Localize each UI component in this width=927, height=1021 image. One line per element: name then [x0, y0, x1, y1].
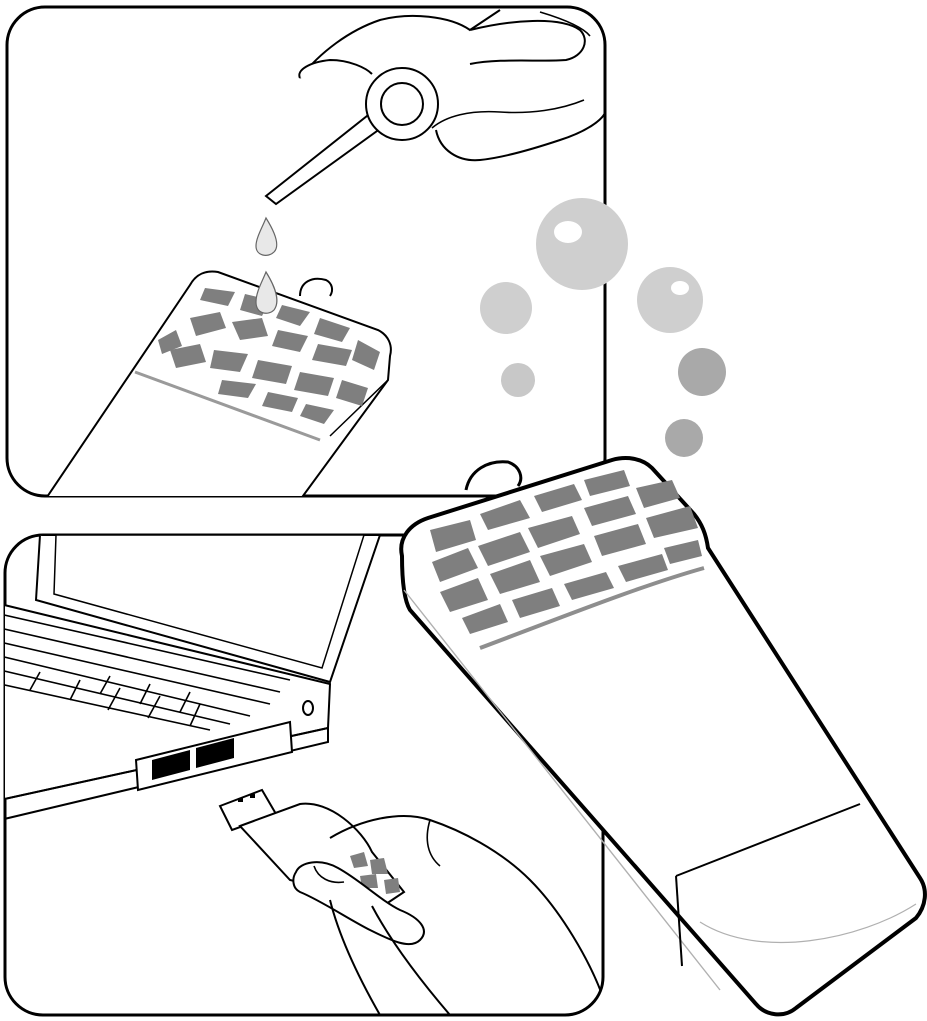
panel-drip-oil — [7, 7, 606, 500]
bubble — [678, 348, 726, 396]
bubble — [480, 282, 532, 334]
bubble — [665, 419, 703, 457]
power-indicator — [303, 701, 313, 715]
bubble — [536, 198, 628, 290]
bubble — [637, 267, 703, 333]
bubble — [501, 363, 535, 397]
